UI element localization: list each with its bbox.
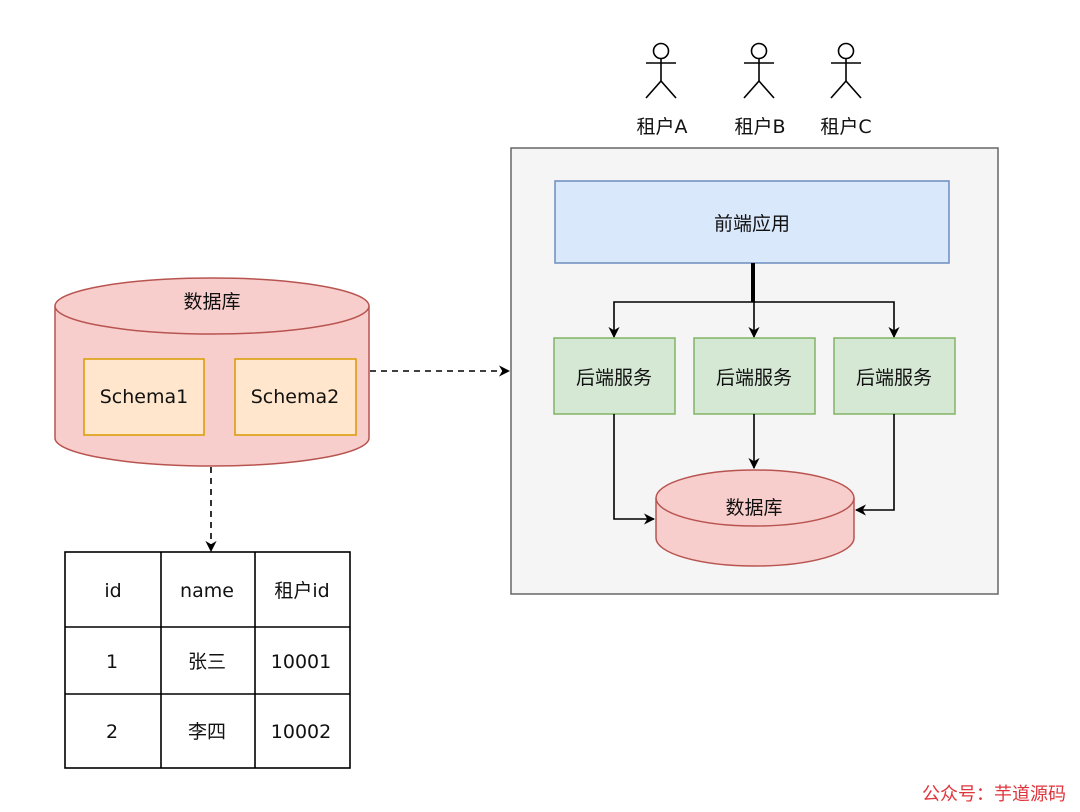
table-cell: 10001 [271,651,331,673]
frontend-to-backend-connectors [608,263,900,339]
backend-service-label: 后端服务 [716,367,792,389]
system-database-label: 数据库 [725,497,782,519]
frontend-app-box: 前端应用 [554,180,950,264]
schema-label: Schema1 [100,386,188,408]
left-database-label: 数据库 [183,291,240,313]
tenant-label: 租户A [637,116,688,138]
frontend-app-label: 前端应用 [714,213,790,235]
person-icon [743,42,775,99]
tenant-label: 租户B [734,116,785,138]
person-icon [645,42,677,99]
table-cell: 2 [106,721,118,743]
table-cell: 李四 [188,721,226,743]
table-cell: 10002 [271,721,331,743]
table-header-cell: 租户id [274,580,329,602]
system-database-cylinder: 数据库 [655,469,855,567]
table-cell: 1 [106,651,118,673]
tenant-label: 租户C [820,116,871,138]
table-cell: 张三 [188,651,226,673]
table-header-cell: id [104,580,121,602]
table-row: 1 张三 10001 [106,651,331,673]
schema-box-1: Schema1 [83,358,205,436]
schema-box-2: Schema2 [234,358,357,436]
table-row: 2 李四 10002 [106,721,331,743]
table-header-row: id name 租户id [104,580,329,602]
backend-service-label: 后端服务 [856,367,932,389]
backend-to-database-connectors [613,414,895,525]
table-header-cell: name [180,580,234,602]
tenant-actor-a: 租户A [637,42,688,138]
tenant-actor-b: 租户B [734,42,786,138]
watermark-text: 公众号：芋道源码 [922,784,1066,805]
tenant-data-table: id name 租户id 1 张三 10001 2 李四 10002 [64,551,351,769]
person-icon [830,42,862,99]
schema-label: Schema2 [251,386,339,408]
tenant-actor-c: 租户C [820,42,872,138]
backend-service-box-2: 后端服务 [693,337,816,415]
backend-service-box-3: 后端服务 [833,337,956,415]
backend-service-box-1: 后端服务 [553,337,676,415]
backend-service-label: 后端服务 [576,367,652,389]
